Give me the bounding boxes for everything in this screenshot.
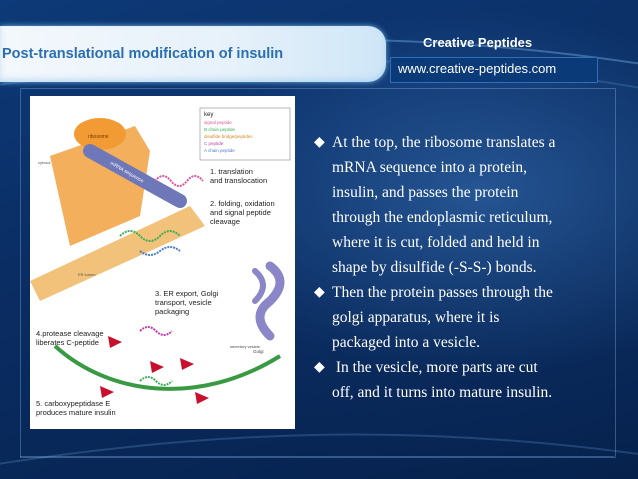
- insulin-diagram: ribosome mRNA sequence cytosol ER lumen …: [30, 107, 291, 417]
- step3-line3: packaging: [155, 307, 189, 316]
- key-item-2: B chain peptide: [204, 127, 236, 132]
- key-item-5: A chain peptide: [204, 148, 235, 153]
- a-chain: [139, 246, 181, 256]
- b-chain: [119, 230, 181, 242]
- title-banner: [0, 26, 386, 82]
- step2-line1: 2. folding, oxidation: [210, 199, 275, 208]
- bullet-2-line-2: golgi apparatus, where it is: [332, 309, 500, 326]
- bullet-item-3: ◆ In the vesicle, more parts are cut off…: [310, 355, 610, 405]
- translocon-orange: [50, 126, 150, 246]
- bullet-3-line-1: In the vesicle, more parts are cut: [332, 359, 538, 376]
- er-lumen-label: ER lumen: [78, 272, 96, 277]
- brand-url-box: [390, 57, 598, 83]
- bullet-1-line-3: insulin, and passes the protein: [332, 184, 519, 201]
- diamond-icon: ◆: [314, 285, 325, 300]
- key-title: key: [204, 112, 213, 118]
- bullet-list: ◆ At the top, the ribosome translates a …: [310, 130, 610, 405]
- bullet-item-2: ◆ Then the protein passes through the go…: [310, 280, 610, 355]
- bullet-1-line-6: shape by disulfide (-S-S-) bonds.: [332, 259, 537, 276]
- diamond-icon: ◆: [314, 360, 325, 375]
- mature-insulin-chain: [139, 376, 173, 386]
- step4-line2: liberates C-peptide: [36, 338, 99, 347]
- key-item-4: C peptide: [204, 141, 224, 146]
- bullet-item-1: ◆ At the top, the ribosome translates a …: [310, 130, 610, 280]
- step2-line3: cleavage: [210, 217, 240, 226]
- diamond-icon: ◆: [314, 135, 325, 150]
- protease-triangle-2: [180, 358, 194, 370]
- brand-url[interactable]: www.creative-peptides.com: [398, 61, 557, 76]
- bottom-divider: [20, 456, 614, 457]
- vesicle-label: secretory vesicle: [230, 344, 261, 349]
- protease-triangle-3: [150, 361, 164, 373]
- protease-triangle-1: [108, 336, 122, 348]
- cytosol-label: cytosol: [38, 160, 51, 165]
- bullet-1-line-2: mRNA sequence into a protein,: [332, 159, 527, 176]
- key-item-1: signal peptide: [204, 120, 232, 125]
- golgi-label: Golgi: [253, 349, 264, 354]
- brand-name: Creative Peptides: [423, 35, 533, 50]
- bullet-2-line-3: packaged into a vesicle.: [332, 334, 481, 351]
- ribosome-large-subunit: [74, 118, 126, 150]
- insulin-processing-figure: ribosome mRNA sequence cytosol ER lumen …: [30, 96, 295, 429]
- step1-line1: 1. translation: [210, 167, 253, 176]
- step3-line1: 3. ER export, Golgi: [155, 289, 219, 298]
- golgi-cisterna: [252, 268, 266, 304]
- key-box: [199, 107, 291, 161]
- bullet-1-line-1: At the top, the ribosome translates a: [332, 134, 556, 151]
- protease-triangle-4: [195, 392, 209, 404]
- page-title: Post-translational modification of insul…: [2, 46, 284, 62]
- golgi-stack: [255, 261, 285, 341]
- secretory-vesicle-membrane: [53, 344, 282, 391]
- ribosome-label: ribosome: [88, 134, 109, 140]
- bullet-3-line-2: off, and it turns into mature insulin.: [332, 384, 553, 401]
- protease-triangle-5: [100, 386, 114, 398]
- signal-peptide-chain: [154, 175, 204, 187]
- bullet-1-line-4: through the endoplasmic reticulum,: [332, 209, 553, 226]
- mrna-tube: [83, 144, 187, 208]
- step3-line2: transport, vesicle: [155, 298, 212, 307]
- er-membrane: [30, 206, 205, 301]
- bullet-1-line-5: where it is cut, folded and held in: [332, 234, 540, 251]
- step1-line2: and translocation: [210, 176, 267, 185]
- step5-line1: 5. carboxypeptidase E: [36, 399, 110, 408]
- step2-line2: and signal peptide: [210, 208, 271, 217]
- c-peptide-chain: [139, 326, 173, 336]
- step4-line1: 4.protease cleavage: [36, 329, 104, 338]
- key-item-3: disulfide bridge/peptides: [204, 134, 253, 139]
- bullet-2-line-1: Then the protein passes through the: [332, 284, 553, 301]
- step5-line2: produces mature insulin: [36, 408, 116, 417]
- content-frame: [20, 88, 616, 458]
